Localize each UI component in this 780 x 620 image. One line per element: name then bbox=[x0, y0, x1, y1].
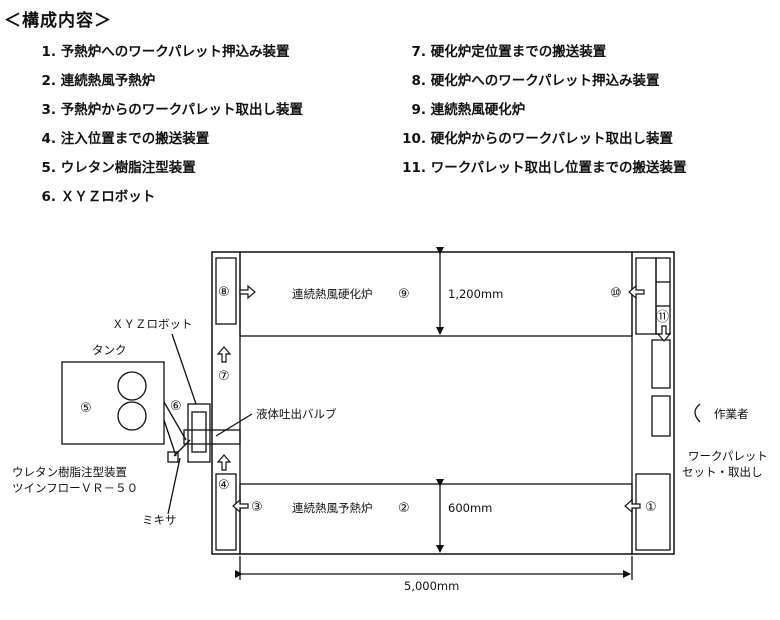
right-slot-1 bbox=[651, 339, 671, 389]
component-item: 9. 連続熱風硬化炉 bbox=[400, 98, 525, 118]
left-station-lower bbox=[215, 473, 237, 551]
component-item: 11. ワークパレット取出し位置までの搬送装置 bbox=[400, 156, 687, 176]
operator-label: 作業者 bbox=[714, 407, 749, 421]
component-text: ウレタン樹脂注型装置 bbox=[60, 160, 196, 176]
component-item: 4. 注入位置までの搬送装置 bbox=[34, 127, 209, 147]
right-slot-2 bbox=[651, 395, 671, 437]
component-item: 10. 硬化炉からのワークパレット取出し装置 bbox=[400, 127, 673, 147]
total-length-dim: 5,000mm bbox=[404, 579, 459, 593]
component-item: 5. ウレタン樹脂注型装置 bbox=[34, 156, 196, 176]
right-conveyor bbox=[631, 251, 675, 555]
component-num: 9. bbox=[411, 102, 426, 118]
right-station-upper bbox=[635, 257, 657, 335]
marker-1: ① bbox=[645, 500, 657, 515]
pallet-set-label-2: セット・取出し bbox=[682, 465, 763, 479]
mixer-box bbox=[167, 451, 179, 463]
marker-11: ⑪ bbox=[656, 310, 669, 325]
marker-2: ② bbox=[398, 501, 410, 516]
pull-arrow-10 bbox=[628, 284, 645, 300]
component-item: 3. 予熱炉からのワークパレット取出し装置 bbox=[34, 98, 303, 118]
pallet-set-label-1: ワークパレット bbox=[688, 449, 768, 463]
component-num: 7. bbox=[411, 44, 426, 60]
marker-7: ⑦ bbox=[218, 369, 230, 384]
marker-5: ⑤ bbox=[80, 401, 92, 416]
caster-model-label-1: ウレタン樹脂注型装置 bbox=[12, 465, 127, 479]
component-item: 8. 硬化炉へのワークパレット押込み装置 bbox=[400, 69, 660, 89]
tank-2 bbox=[117, 401, 147, 431]
component-text: 硬化炉からのワークパレット取出し装置 bbox=[430, 131, 674, 147]
xyz-robot-label: ＸＹＺロボット bbox=[112, 317, 193, 331]
caster-model-label-2: ツインフローＶＲ－５０ bbox=[12, 481, 138, 495]
down-arrow-11 bbox=[656, 325, 672, 342]
mixer-label: ミキサ bbox=[142, 513, 177, 527]
push-arrow-8 bbox=[239, 284, 256, 300]
component-text: 注入位置までの搬送装置 bbox=[60, 131, 210, 147]
component-text: 連続熱風予熱炉 bbox=[60, 73, 156, 89]
component-num: 6. bbox=[41, 189, 56, 205]
marker-6: ⑥ bbox=[170, 399, 182, 414]
component-num: 5. bbox=[41, 160, 56, 176]
component-num: 11. bbox=[402, 160, 426, 176]
valve-label: 液体吐出バルブ bbox=[256, 407, 337, 421]
component-num: 1. bbox=[41, 44, 56, 60]
component-item: 6. ＸＹＺロボット bbox=[34, 185, 155, 205]
component-text: ワークパレット取出し位置までの搬送装置 bbox=[430, 160, 687, 176]
left-station-upper bbox=[215, 257, 237, 325]
preheat-height-dim: 600mm bbox=[448, 501, 492, 515]
component-num: 2. bbox=[41, 73, 56, 89]
curing-height-dim: 1,200mm bbox=[448, 287, 503, 301]
up-arrow-7 bbox=[216, 346, 232, 363]
section-heading: ＜構成内容＞ bbox=[4, 11, 112, 31]
component-text: 連続熱風硬化炉 bbox=[430, 102, 526, 118]
push-arrow-1 bbox=[624, 498, 641, 514]
marker-4: ④ bbox=[218, 478, 230, 493]
component-text: ＸＹＺロボット bbox=[60, 189, 156, 205]
left-conveyor bbox=[211, 251, 241, 555]
urethane-caster bbox=[61, 361, 165, 445]
up-arrow-4 bbox=[216, 454, 232, 471]
right-station-lower bbox=[635, 473, 671, 551]
tank-label: タンク bbox=[92, 343, 127, 357]
tank-1 bbox=[117, 371, 147, 401]
machine-frame bbox=[211, 251, 675, 555]
component-num: 10. bbox=[402, 131, 426, 147]
operator-icon bbox=[694, 403, 701, 423]
component-item: 1. 予熱炉へのワークパレット押込み装置 bbox=[34, 40, 290, 60]
component-text: 予熱炉からのワークパレット取出し装置 bbox=[60, 102, 304, 118]
xyz-robot bbox=[187, 403, 211, 463]
curing-furnace-label: 連続熱風硬化炉 bbox=[292, 287, 373, 301]
component-item: 2. 連続熱風予熱炉 bbox=[34, 69, 155, 89]
component-item: 7. 硬化炉定位置までの搬送装置 bbox=[400, 40, 606, 60]
marker-3: ③ bbox=[251, 500, 263, 515]
component-num: 3. bbox=[41, 102, 56, 118]
preheat-furnace-label: 連続熱風予熱炉 bbox=[292, 501, 373, 515]
preheat-furnace bbox=[239, 483, 633, 555]
component-num: 8. bbox=[411, 73, 426, 89]
pull-arrow-3 bbox=[232, 498, 249, 514]
component-text: 硬化炉へのワークパレット押込み装置 bbox=[430, 73, 660, 89]
marker-9: ⑨ bbox=[398, 287, 410, 302]
marker-8: ⑧ bbox=[218, 285, 230, 300]
component-text: 予熱炉へのワークパレット押込み装置 bbox=[60, 44, 290, 60]
component-num: 4. bbox=[41, 131, 56, 147]
component-text: 硬化炉定位置までの搬送装置 bbox=[430, 44, 607, 60]
marker-10: ⑩ bbox=[610, 286, 622, 301]
